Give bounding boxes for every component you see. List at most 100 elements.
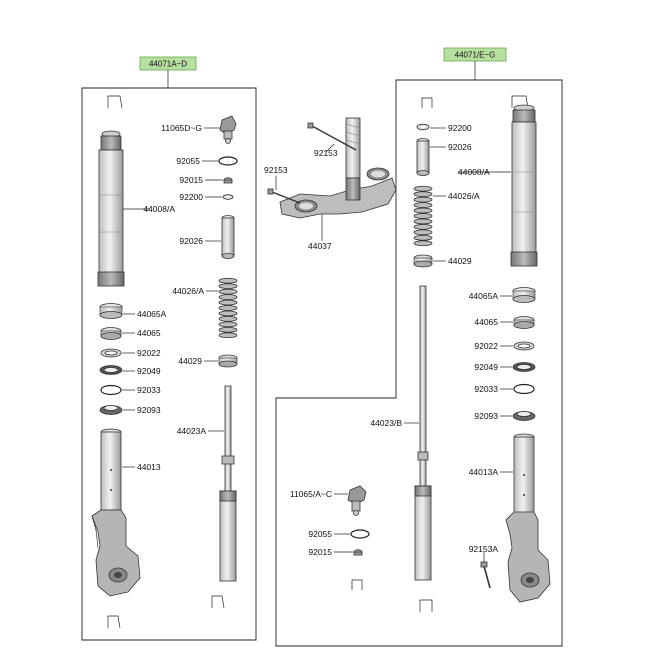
label-44008A-right[interactable]: 44008/A [458,167,490,177]
break-mark [421,97,433,108]
circlip-92033[interactable] [100,384,122,396]
outer-tube-44008-right[interactable] [510,104,538,267]
right-assembly-box [275,79,563,647]
label-44013[interactable]: 44013 [137,462,161,472]
label-44065[interactable]: 44065 [137,328,161,338]
bolt-92153-lower[interactable] [267,188,301,204]
label-92022-right[interactable]: 92022 [474,341,498,351]
spring-coil [218,326,238,333]
label-92153-lower[interactable]: 92153 [264,165,288,175]
break-mark [511,95,529,109]
spring-coil [413,207,433,214]
label-44037[interactable]: 44037 [308,241,332,251]
spring-coil [218,321,238,328]
inner-tube-44013A[interactable] [505,433,551,603]
spring-coil [218,283,238,290]
label-44013A[interactable]: 44013A [469,467,499,477]
break-mark [107,615,121,629]
spring-coil [413,240,433,247]
spring-coil [413,202,433,208]
label-92015-right[interactable]: 92015 [308,547,332,557]
label-44065-right[interactable]: 44065 [474,317,498,327]
label-44029[interactable]: 44029 [178,356,202,366]
label-92153A[interactable]: 92153A [469,544,499,554]
dust-seal-92093-right[interactable] [512,411,536,421]
spring-coil [413,224,433,230]
spring-coil [218,305,238,311]
spring-coil [413,191,433,198]
label-44008A[interactable]: 44008/A [143,204,175,214]
spring-coil [413,218,433,225]
label-92033[interactable]: 92033 [137,385,161,395]
label-44026A[interactable]: 44026/A [172,286,204,296]
bolt-92153A[interactable] [480,561,491,589]
damper-cap-11065D[interactable] [219,115,237,144]
label-92049[interactable]: 92049 [137,366,161,376]
label-92033-right[interactable]: 92033 [474,384,498,394]
label-44065A-right[interactable]: 44065A [469,291,499,301]
label-11065D[interactable]: 11065D~G [161,123,202,133]
label-44023B[interactable]: 44023/B [370,418,402,428]
label-92022[interactable]: 92022 [137,348,161,358]
guide-bushing-44065-right[interactable] [513,316,535,329]
spring-coil [413,229,433,236]
spring-coil [413,196,433,203]
right-assembly-badge[interactable]: 44071/E~G [443,47,507,62]
break-mark [211,595,225,609]
part-labels: 44008/A 44065A 44065 92022 92049 92033 9… [137,123,498,557]
bolt-92153-upper[interactable] [307,122,357,151]
label-92055-right[interactable]: 92055 [308,529,332,539]
label-92093-right[interactable]: 92093 [474,411,498,421]
label-44023A[interactable]: 44023A [177,426,207,436]
collar-44029[interactable] [218,354,238,368]
spacer-92026-right[interactable] [416,138,430,176]
washer-92200[interactable] [222,194,234,200]
outer-tube-44008[interactable] [97,130,125,287]
spring-coil [218,288,238,295]
label-92049-right[interactable]: 92049 [474,362,498,372]
label-92015[interactable]: 92015 [179,175,203,185]
inner-tube-44013[interactable] [91,428,141,597]
break-mark [419,599,433,612]
damper-rod-44023B[interactable] [414,285,432,581]
oil-seal-92049[interactable] [99,365,123,375]
dust-seal-92093[interactable] [99,405,123,415]
slide-bushing-44065A[interactable] [99,303,123,319]
label-92153-upper[interactable]: 92153 [314,148,338,158]
slide-bushing-44065A-right[interactable] [512,287,536,303]
damper-cap-11065[interactable] [347,485,367,516]
spring-coil [413,213,433,219]
label-44029-right[interactable]: 44029 [448,256,472,266]
label-11065A[interactable]: 11065/A~C [290,489,332,499]
right-assembly-code: 44071/E~G [455,51,496,60]
circlip-92033-right[interactable] [513,383,535,395]
spring-coil [218,277,238,284]
break-mark [351,579,363,590]
cartridge-44023A[interactable] [219,385,237,582]
spring-coil [413,234,433,241]
label-92093[interactable]: 92093 [137,405,161,415]
washer-92200-right[interactable] [416,123,430,131]
collar-44029-right[interactable] [413,254,433,268]
oil-seal-92049-right[interactable] [512,362,536,372]
label-92200-right[interactable]: 92200 [448,123,472,133]
label-44065A[interactable]: 44065A [137,309,167,319]
label-92026-right[interactable]: 92026 [448,142,472,152]
steering-stem-44037[interactable] [279,117,397,219]
guide-bushing-44065[interactable] [100,327,122,340]
nut-92015-right[interactable] [353,549,363,556]
spring-coil [218,316,238,322]
label-44026A-right[interactable]: 44026/A [448,191,480,201]
spacer-92026[interactable] [221,215,235,259]
o-ring-92055[interactable] [218,156,238,166]
spring-coil [218,310,238,317]
washer-92022-right[interactable] [513,341,535,351]
nut-92015[interactable] [223,177,233,184]
label-92200[interactable]: 92200 [179,192,203,202]
left-assembly-badge[interactable]: 44071A~D [139,56,197,71]
left-assembly-box [81,87,257,641]
washer-92022[interactable] [100,348,122,358]
label-92055[interactable]: 92055 [176,156,200,166]
o-ring-92055-right[interactable] [350,529,370,539]
label-92026[interactable]: 92026 [179,236,203,246]
